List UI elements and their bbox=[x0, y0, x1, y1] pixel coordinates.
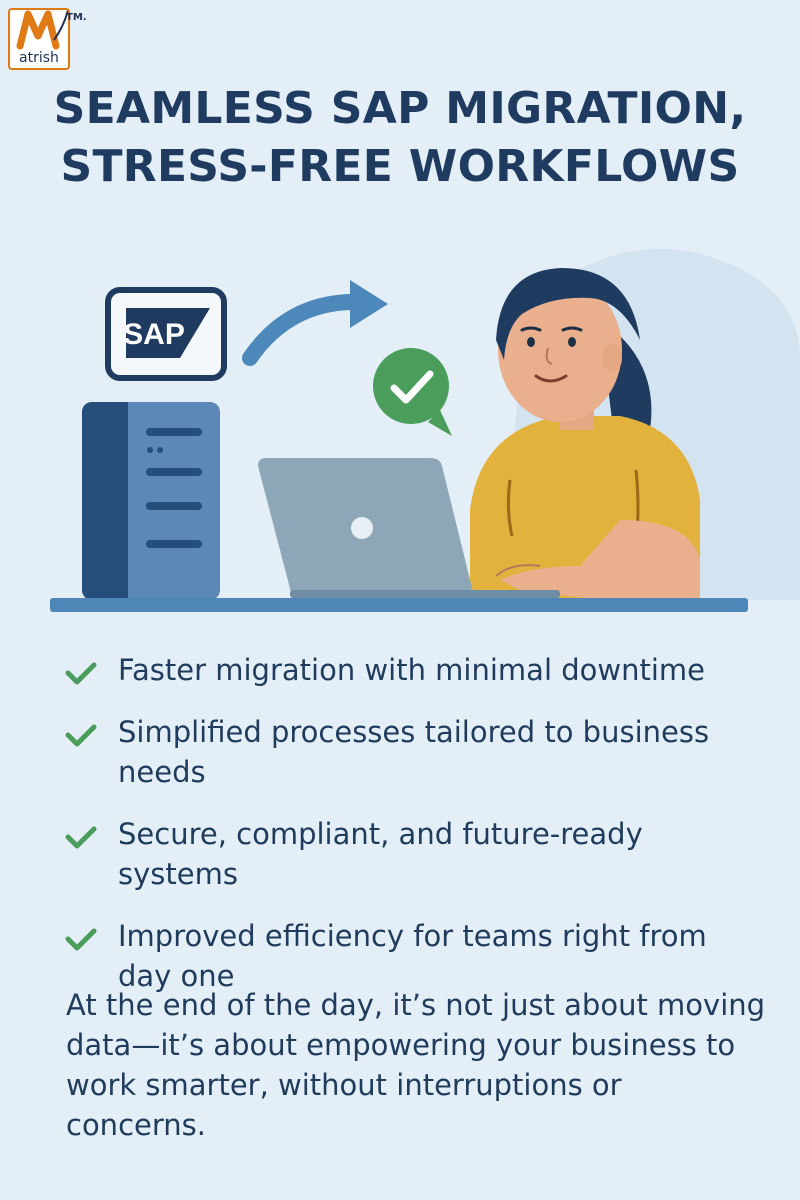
sap-logo-text: SAP bbox=[123, 318, 185, 351]
logo-m-mark bbox=[16, 10, 68, 50]
brand-logo: atrish TM. bbox=[8, 8, 87, 72]
laptop-icon bbox=[258, 458, 560, 598]
logo-trademark: TM. bbox=[66, 12, 87, 23]
benefit-item: Improved efficiency for teams right from… bbox=[62, 916, 762, 996]
check-icon bbox=[65, 724, 97, 747]
check-icon bbox=[65, 826, 97, 849]
check-bubble-icon bbox=[373, 348, 452, 436]
benefit-text: Faster migration with minimal downtime bbox=[118, 653, 705, 687]
page-title: SEAMLESS SAP MIGRATION, STRESS-FREE WORK… bbox=[0, 80, 800, 196]
logo-box: atrish bbox=[8, 8, 70, 70]
benefit-item: Simplified processes tailored to busines… bbox=[62, 712, 762, 792]
hero-illustration: SAP bbox=[50, 248, 800, 612]
benefit-item: Secure, compliant, and future-ready syst… bbox=[62, 814, 762, 894]
check-icon bbox=[65, 662, 97, 685]
server-icon bbox=[82, 402, 220, 600]
closing-paragraph: At the end of the day, it’s not just abo… bbox=[66, 988, 766, 1142]
benefit-item: Faster migration with minimal downtime bbox=[62, 650, 762, 690]
logo-wordmark: atrish bbox=[19, 50, 59, 66]
migration-arrow-icon bbox=[242, 280, 388, 366]
woman-illustration bbox=[470, 268, 700, 600]
benefits-list: Faster migration with minimal downtime S… bbox=[62, 650, 762, 1018]
title-line-2: STRESS-FREE WORKFLOWS bbox=[60, 141, 740, 192]
title-line-1: SEAMLESS SAP MIGRATION, bbox=[53, 83, 747, 134]
check-icon bbox=[65, 928, 97, 951]
benefit-text: Improved efficiency for teams right from… bbox=[118, 919, 707, 993]
sap-logo-card: SAP bbox=[105, 287, 227, 381]
benefit-text: Simplified processes tailored to busines… bbox=[118, 715, 710, 789]
desk bbox=[50, 598, 748, 612]
benefit-text: Secure, compliant, and future-ready syst… bbox=[118, 817, 643, 891]
